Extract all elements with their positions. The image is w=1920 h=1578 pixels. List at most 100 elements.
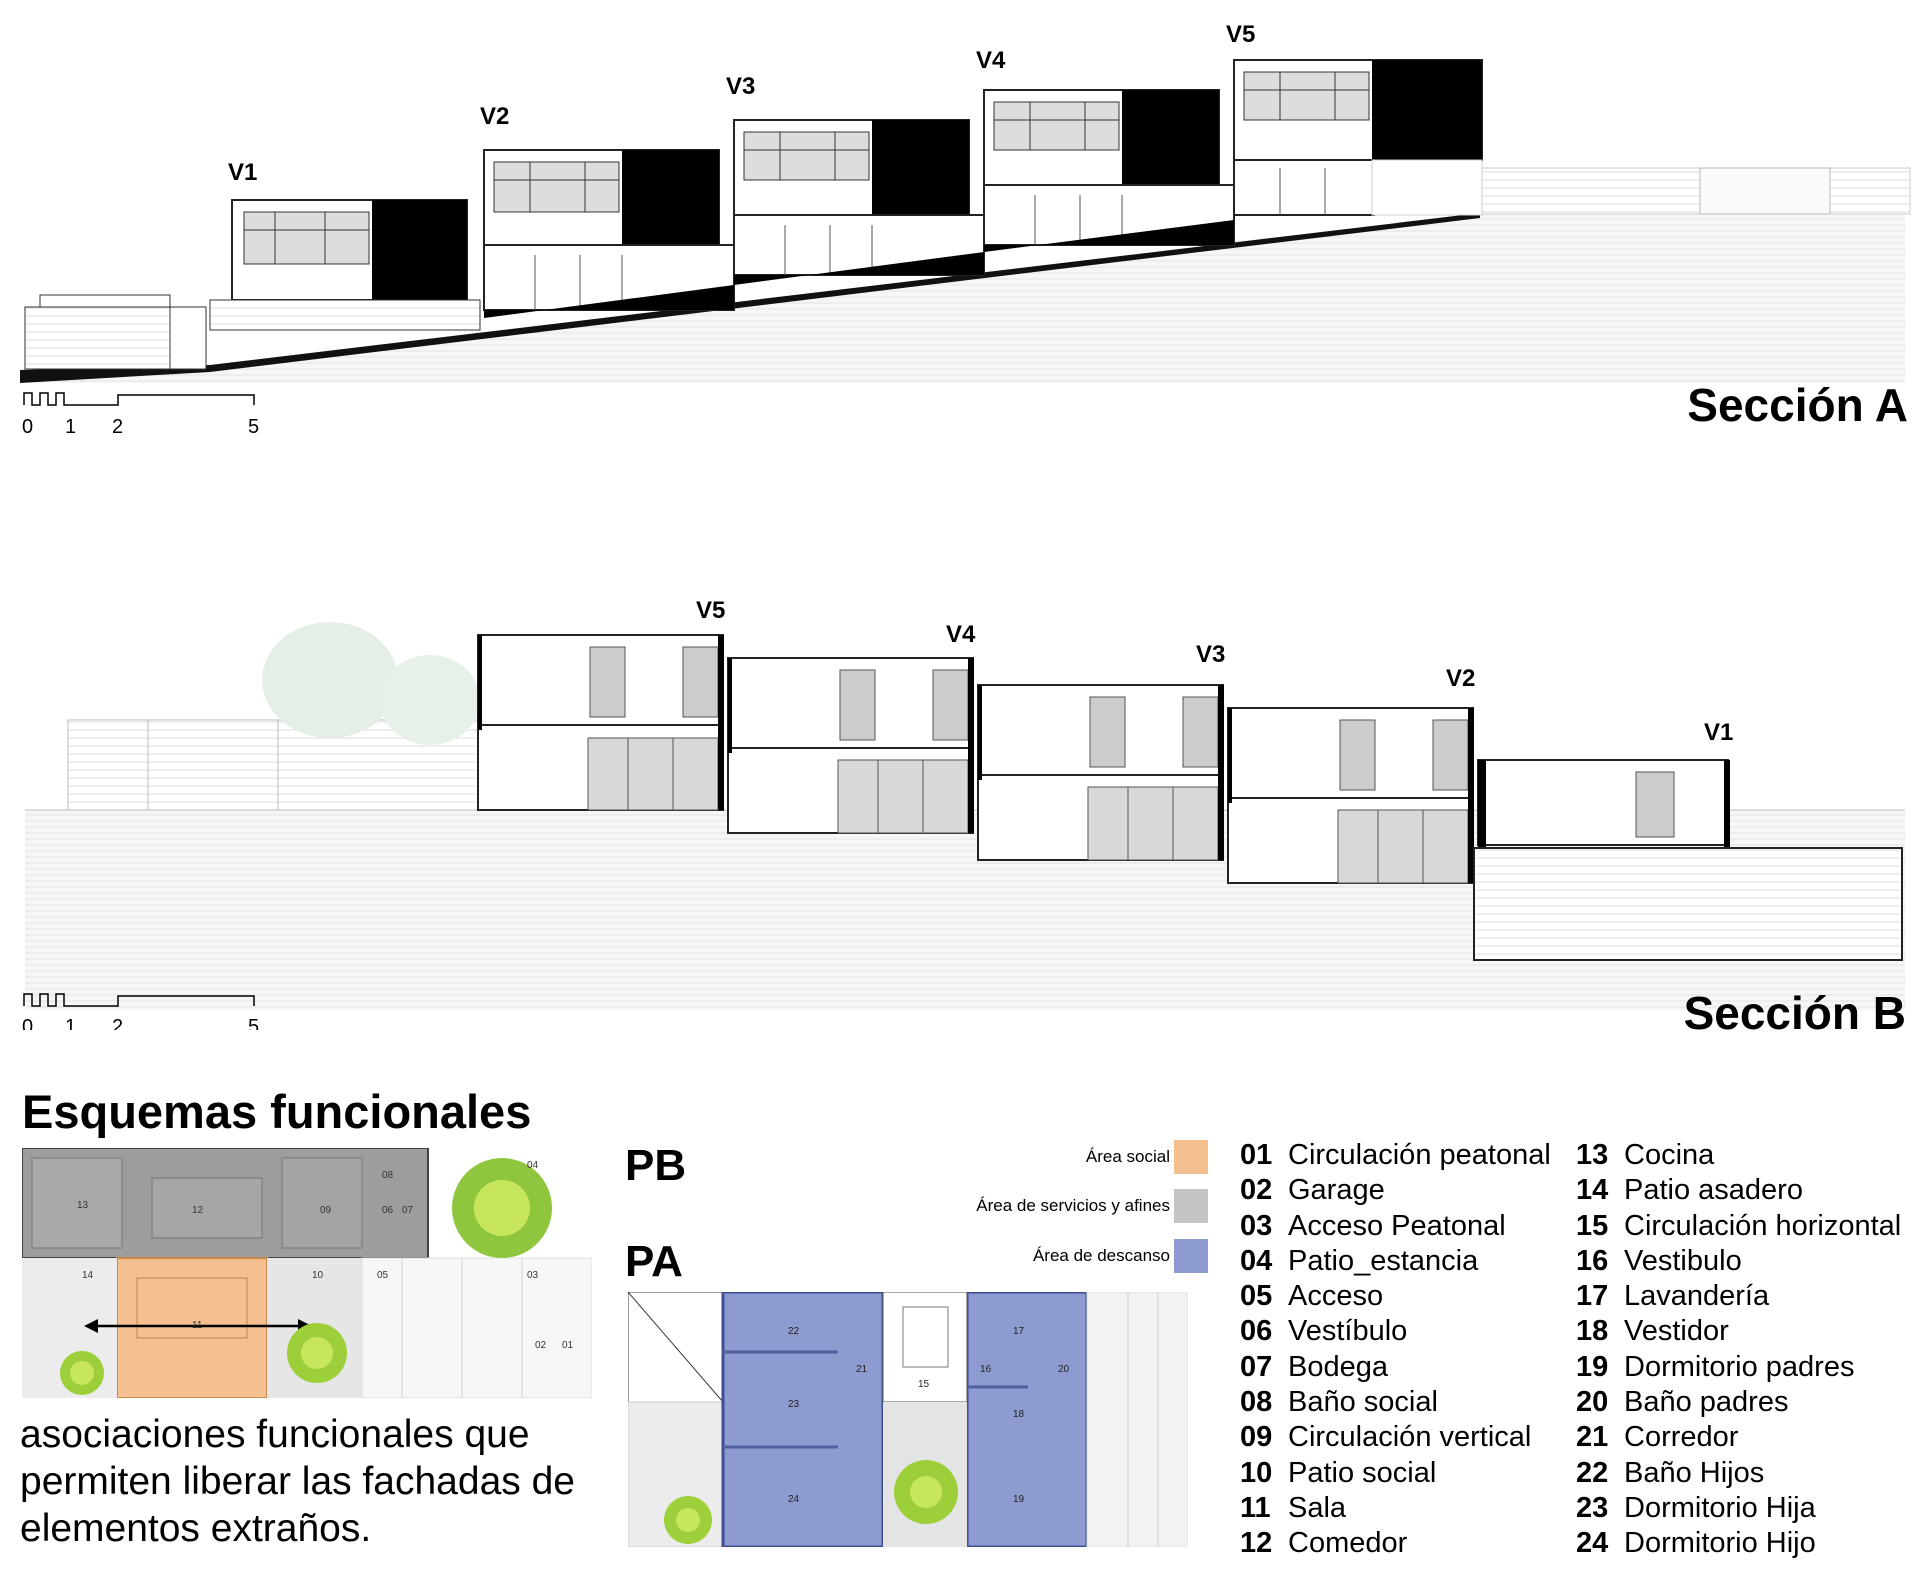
room-name: Dormitorio Hija <box>1624 1491 1816 1524</box>
area-legend: Área social Área de servicios y afines Á… <box>900 1140 1208 1280</box>
pa-label-16: 16 <box>980 1364 992 1375</box>
house-v4 <box>983 89 1235 252</box>
section-b-scale-bar: 0 1 2 5 <box>22 993 259 1030</box>
pb-label-05: 05 <box>377 1270 389 1281</box>
legend-social: Área social <box>1086 1140 1208 1174</box>
room-name: Dormitorio padres <box>1624 1350 1855 1383</box>
section-b-title: Sección B <box>1683 987 1906 1039</box>
section-b-scale-0: 0 <box>22 1016 33 1030</box>
section-b-scale-2: 2 <box>112 1016 123 1030</box>
house-v3 <box>733 119 985 285</box>
section-a-title: Sección A <box>1687 379 1908 431</box>
room-number: 10 <box>1240 1456 1273 1489</box>
room-number: 04 <box>1240 1244 1273 1277</box>
room-name: Patio social <box>1288 1456 1437 1489</box>
pb-label-06: 06 <box>382 1205 394 1216</box>
room-item: 01 Circulación peatonal <box>1240 1138 1551 1173</box>
room-item: 17 Lavandería <box>1576 1279 1901 1314</box>
room-number: 16 <box>1576 1244 1609 1277</box>
room-number: 03 <box>1240 1209 1273 1242</box>
room-item: 22 Baño Hijos <box>1576 1456 1901 1491</box>
pb-label-02: 02 <box>535 1340 547 1351</box>
legend-rest-swatch <box>1174 1239 1208 1273</box>
room-name: Vestidor <box>1624 1315 1729 1348</box>
section-a-label-v4: V4 <box>976 47 1006 74</box>
pb-label-03: 03 <box>527 1270 539 1281</box>
pb-label-14: 14 <box>82 1270 94 1281</box>
pa-label-19: 19 <box>1013 1494 1025 1505</box>
pb-label-01: 01 <box>562 1340 574 1351</box>
room-number: 01 <box>1240 1139 1273 1171</box>
plan-pb: 13 12 09 07 08 06 04 14 11 10 05 03 02 0… <box>22 1148 592 1398</box>
section-a-scale-5: 5 <box>248 416 259 438</box>
caption-line-1: asociaciones funcionales que <box>20 1413 530 1456</box>
section-a-label-v2: V2 <box>480 103 509 130</box>
pb-label-07: 07 <box>402 1205 414 1216</box>
section-b-scale-5: 5 <box>248 1016 259 1030</box>
terrain <box>20 213 1905 383</box>
room-name: Baño Hijos <box>1624 1456 1765 1489</box>
legend-social-swatch <box>1174 1140 1208 1174</box>
room-name: Comedor <box>1288 1527 1408 1560</box>
room-item: 23 Dormitorio Hija <box>1576 1491 1901 1526</box>
pa-label-22: 22 <box>788 1326 800 1337</box>
room-name: Circulación peatonal <box>1288 1139 1551 1171</box>
room-name: Patio asadero <box>1624 1174 1803 1207</box>
rest-area-right <box>965 1292 1089 1547</box>
house-v1 <box>1473 759 1903 961</box>
section-b-scale-1: 1 <box>65 1016 76 1030</box>
pa-label-15: 15 <box>918 1379 930 1390</box>
room-number: 06 <box>1240 1315 1273 1348</box>
room-name: Lavandería <box>1624 1280 1770 1313</box>
pa-label-17: 17 <box>1013 1326 1025 1337</box>
room-number: 17 <box>1576 1280 1609 1313</box>
room-number: 22 <box>1576 1456 1609 1489</box>
room-number: 24 <box>1576 1527 1609 1560</box>
room-number: 09 <box>1240 1421 1273 1454</box>
pa-label-21: 21 <box>856 1364 868 1375</box>
legend-social-label: Área social <box>1085 1147 1170 1166</box>
house-v2 <box>483 149 735 318</box>
house-v4 <box>727 657 974 834</box>
section-a-scale-bar: 0 1 2 5 <box>22 392 259 438</box>
room-name: Bodega <box>1288 1350 1388 1383</box>
room-name: Cocina <box>1624 1139 1715 1171</box>
pb-label-11: 11 <box>192 1320 203 1331</box>
section-a-scale-0: 0 <box>22 416 33 438</box>
functional-heading: Esquemas funcionales <box>22 1085 532 1138</box>
house-v1 <box>209 199 481 331</box>
rest-area-left <box>721 1292 885 1547</box>
legend-rest-label: Área de descanso <box>1032 1246 1170 1265</box>
room-name: Garage <box>1288 1174 1385 1207</box>
house-v2 <box>1227 707 1474 884</box>
room-number: 19 <box>1576 1350 1609 1383</box>
room-number: 23 <box>1576 1491 1609 1524</box>
caption-line-3: elementos extraños. <box>20 1506 372 1550</box>
section-a-label-v1: V1 <box>228 159 257 186</box>
section-b-label-v2: V2 <box>1446 665 1475 692</box>
section-b-label-v4: V4 <box>946 621 976 648</box>
room-number: 05 <box>1240 1280 1273 1313</box>
social-area <box>116 1257 268 1398</box>
house-v5 <box>1233 59 1483 216</box>
room-number: 12 <box>1240 1527 1273 1560</box>
section-a-label-v3: V3 <box>726 73 755 100</box>
pa-label-24: 24 <box>788 1494 800 1505</box>
section-b-label-v1: V1 <box>1704 719 1733 746</box>
house-v5 <box>477 634 724 811</box>
room-number: 11 <box>1240 1491 1271 1524</box>
section-a-scale-2: 2 <box>112 416 123 438</box>
functional-caption: asociaciones funcionales que permiten li… <box>20 1412 610 1552</box>
section-b-drawing: V5 V4 V3 V2 V1 0 1 2 5 <box>22 597 1905 1030</box>
pb-label-09: 09 <box>320 1205 332 1216</box>
